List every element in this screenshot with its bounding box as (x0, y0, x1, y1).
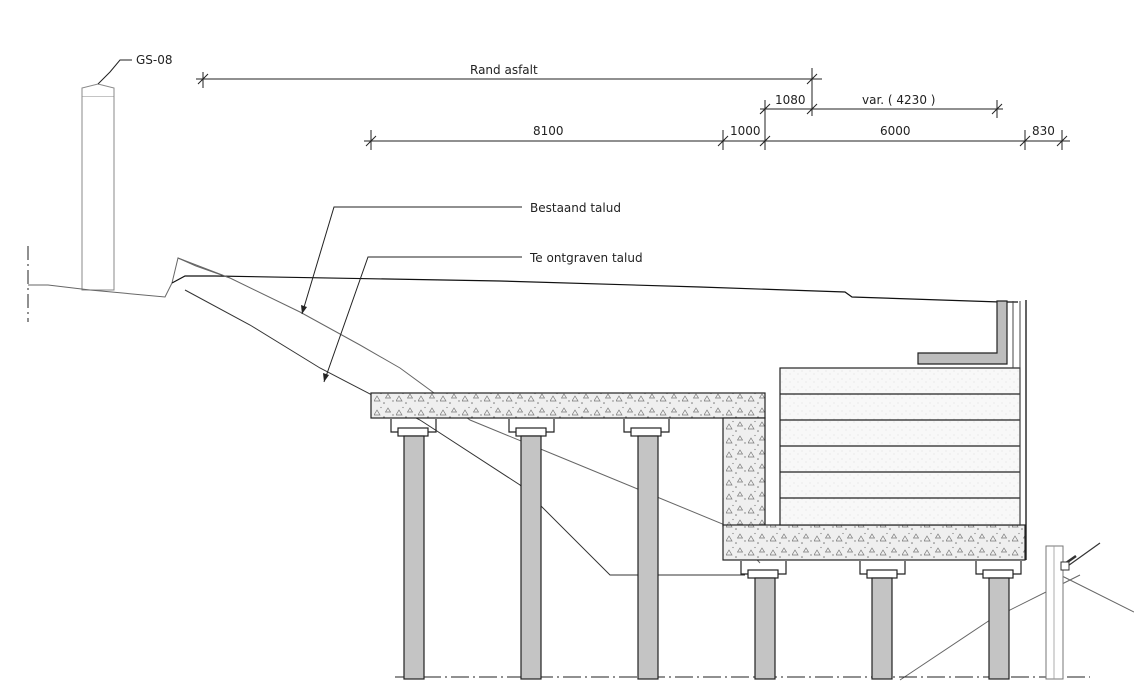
rand-asfalt-label: Rand asfalt (470, 63, 538, 77)
pile-1 (390, 419, 437, 680)
pile-6 (975, 561, 1022, 680)
dim-6000-label: 6000 (880, 124, 911, 138)
back-plate (1012, 300, 1027, 560)
right-post (1045, 545, 1064, 680)
dimension-rand-asfalt: Rand asfalt (196, 63, 822, 116)
concrete-connection-block (722, 417, 766, 527)
lower-piles (740, 561, 1022, 680)
leader-te-ontgraven-talud: Te ontgraven talud (323, 251, 643, 383)
te-ontgraven-talud-label: Te ontgraven talud (529, 251, 643, 265)
pile-2 (508, 419, 555, 680)
terrain (27, 246, 1134, 681)
angle-steel-profile (917, 300, 1008, 365)
gs-08-label: GS-08 (136, 53, 173, 67)
upper-piles (390, 419, 670, 680)
dim-8100-label: 8100 (533, 124, 564, 138)
upper-concrete-slab (370, 392, 766, 419)
retaining-wall (779, 367, 1021, 526)
pile-4 (740, 561, 787, 680)
road-surface (171, 275, 1018, 303)
bestaand-talud-label: Bestaand talud (530, 201, 621, 215)
dim-830-label: 830 (1032, 124, 1055, 138)
excavation-slope (184, 289, 745, 576)
pile-3 (623, 419, 670, 680)
dimension-main-row: 8100 1000 6000 830 (364, 124, 1070, 150)
gs-08-leader (97, 59, 132, 85)
gs-08-post: GS-08 (81, 53, 173, 291)
dimension-1080-var: 1080 var. ( 4230 ) (759, 93, 1003, 150)
dim-var-4230-label: var. ( 4230 ) (862, 93, 935, 107)
existing-slope (177, 257, 761, 564)
lamp-fixture-icon (1060, 542, 1101, 571)
leader-bestaand-talud: Bestaand talud (301, 201, 621, 315)
dim-1080-label: 1080 (775, 93, 806, 107)
lower-concrete-slab (722, 524, 1026, 561)
pile-5 (859, 561, 906, 680)
dim-1000-label: 1000 (730, 124, 761, 138)
